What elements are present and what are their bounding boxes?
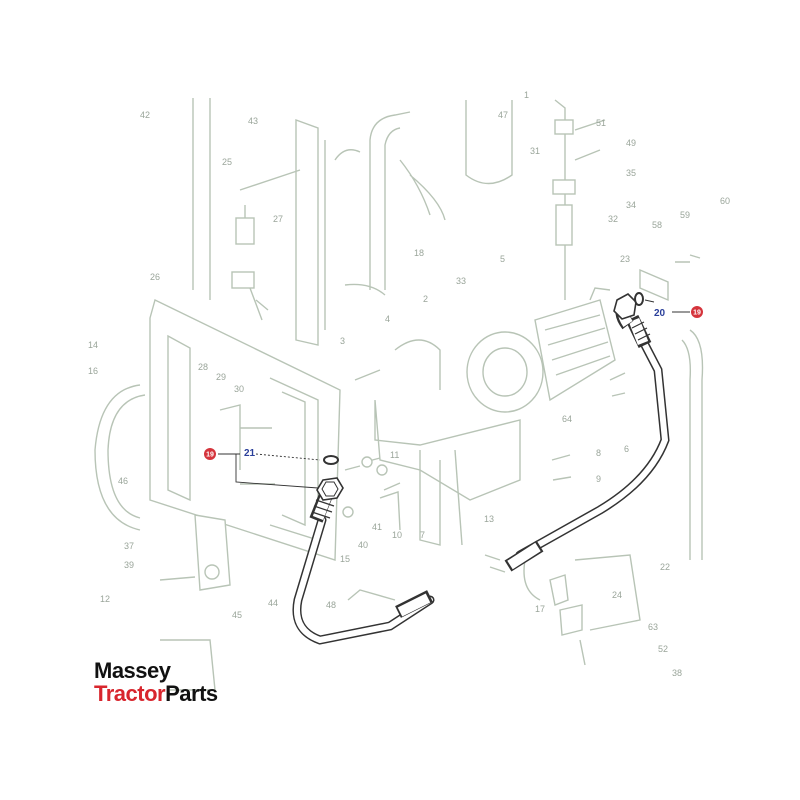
label-11: 11 <box>390 450 399 460</box>
label-47: 47 <box>498 110 508 120</box>
label-13: 13 <box>484 514 494 524</box>
label-9: 9 <box>596 474 601 484</box>
hose-crimp-right <box>631 321 651 341</box>
label-18: 18 <box>414 248 424 258</box>
label-22: 22 <box>660 562 670 572</box>
label-46: 46 <box>118 476 128 486</box>
label-14: 14 <box>88 340 98 350</box>
label-52: 52 <box>658 644 668 654</box>
label-49: 49 <box>626 138 636 148</box>
label-31: 31 <box>530 146 540 156</box>
label-26: 26 <box>150 272 160 282</box>
logo-parts: Parts <box>165 681 218 706</box>
callout-19-right: 19 <box>693 310 701 317</box>
label-33: 33 <box>456 276 466 286</box>
callouts: 21 19 20 19 <box>204 299 703 489</box>
label-59: 59 <box>680 210 690 220</box>
label-51: 51 <box>596 118 606 128</box>
label-28: 28 <box>198 362 208 372</box>
label-12: 12 <box>100 594 110 604</box>
label-2: 2 <box>423 294 428 304</box>
label-41: 41 <box>372 522 382 532</box>
label-44: 44 <box>268 598 278 608</box>
label-38: 38 <box>672 668 682 678</box>
label-64: 64 <box>562 414 572 424</box>
label-5: 5 <box>500 254 505 264</box>
background-labels: 42 43 25 27 26 28 29 30 14 16 46 37 39 1… <box>88 90 730 678</box>
label-17: 17 <box>535 604 545 614</box>
logo-line-2: TractorParts <box>94 683 218 705</box>
label-15: 15 <box>340 554 350 564</box>
hose-assembly <box>292 292 670 645</box>
label-48: 48 <box>326 600 336 610</box>
label-34: 34 <box>626 200 636 210</box>
label-29: 29 <box>216 372 226 382</box>
label-7: 7 <box>420 530 425 540</box>
label-8: 8 <box>596 448 601 458</box>
label-23: 23 <box>620 254 630 264</box>
label-16: 16 <box>88 366 98 376</box>
label-60: 60 <box>720 196 730 206</box>
label-1: 1 <box>524 90 529 100</box>
brand-logo: Massey TractorParts <box>94 660 218 705</box>
callout-20: 20 <box>654 308 666 319</box>
label-39: 39 <box>124 560 134 570</box>
callout-19-right-badge <box>691 306 703 318</box>
label-10: 10 <box>392 530 402 540</box>
label-63: 63 <box>648 622 658 632</box>
label-25: 25 <box>222 157 232 167</box>
logo-tractor: Tractor <box>94 681 166 706</box>
label-40: 40 <box>358 540 368 550</box>
label-32: 32 <box>608 214 618 224</box>
o-ring-left <box>323 455 339 465</box>
callout-19-left-badge <box>204 448 216 460</box>
callout-21: 21 <box>244 448 256 459</box>
label-42: 42 <box>140 110 150 120</box>
logo-line-1: Massey <box>94 658 171 683</box>
label-45: 45 <box>232 610 242 620</box>
background-drawing <box>94 98 704 691</box>
o-ring-right <box>634 292 644 306</box>
label-37: 37 <box>124 541 134 551</box>
label-4: 4 <box>385 314 390 324</box>
label-35: 35 <box>626 168 636 178</box>
label-58: 58 <box>652 220 662 230</box>
callout-19-left: 19 <box>206 452 214 459</box>
label-43: 43 <box>248 116 258 126</box>
label-30: 30 <box>234 384 244 394</box>
label-24: 24 <box>612 590 622 600</box>
label-27: 27 <box>273 214 283 224</box>
label-3: 3 <box>340 336 345 346</box>
label-6: 6 <box>624 444 629 454</box>
hose-crimp-left <box>311 499 335 519</box>
